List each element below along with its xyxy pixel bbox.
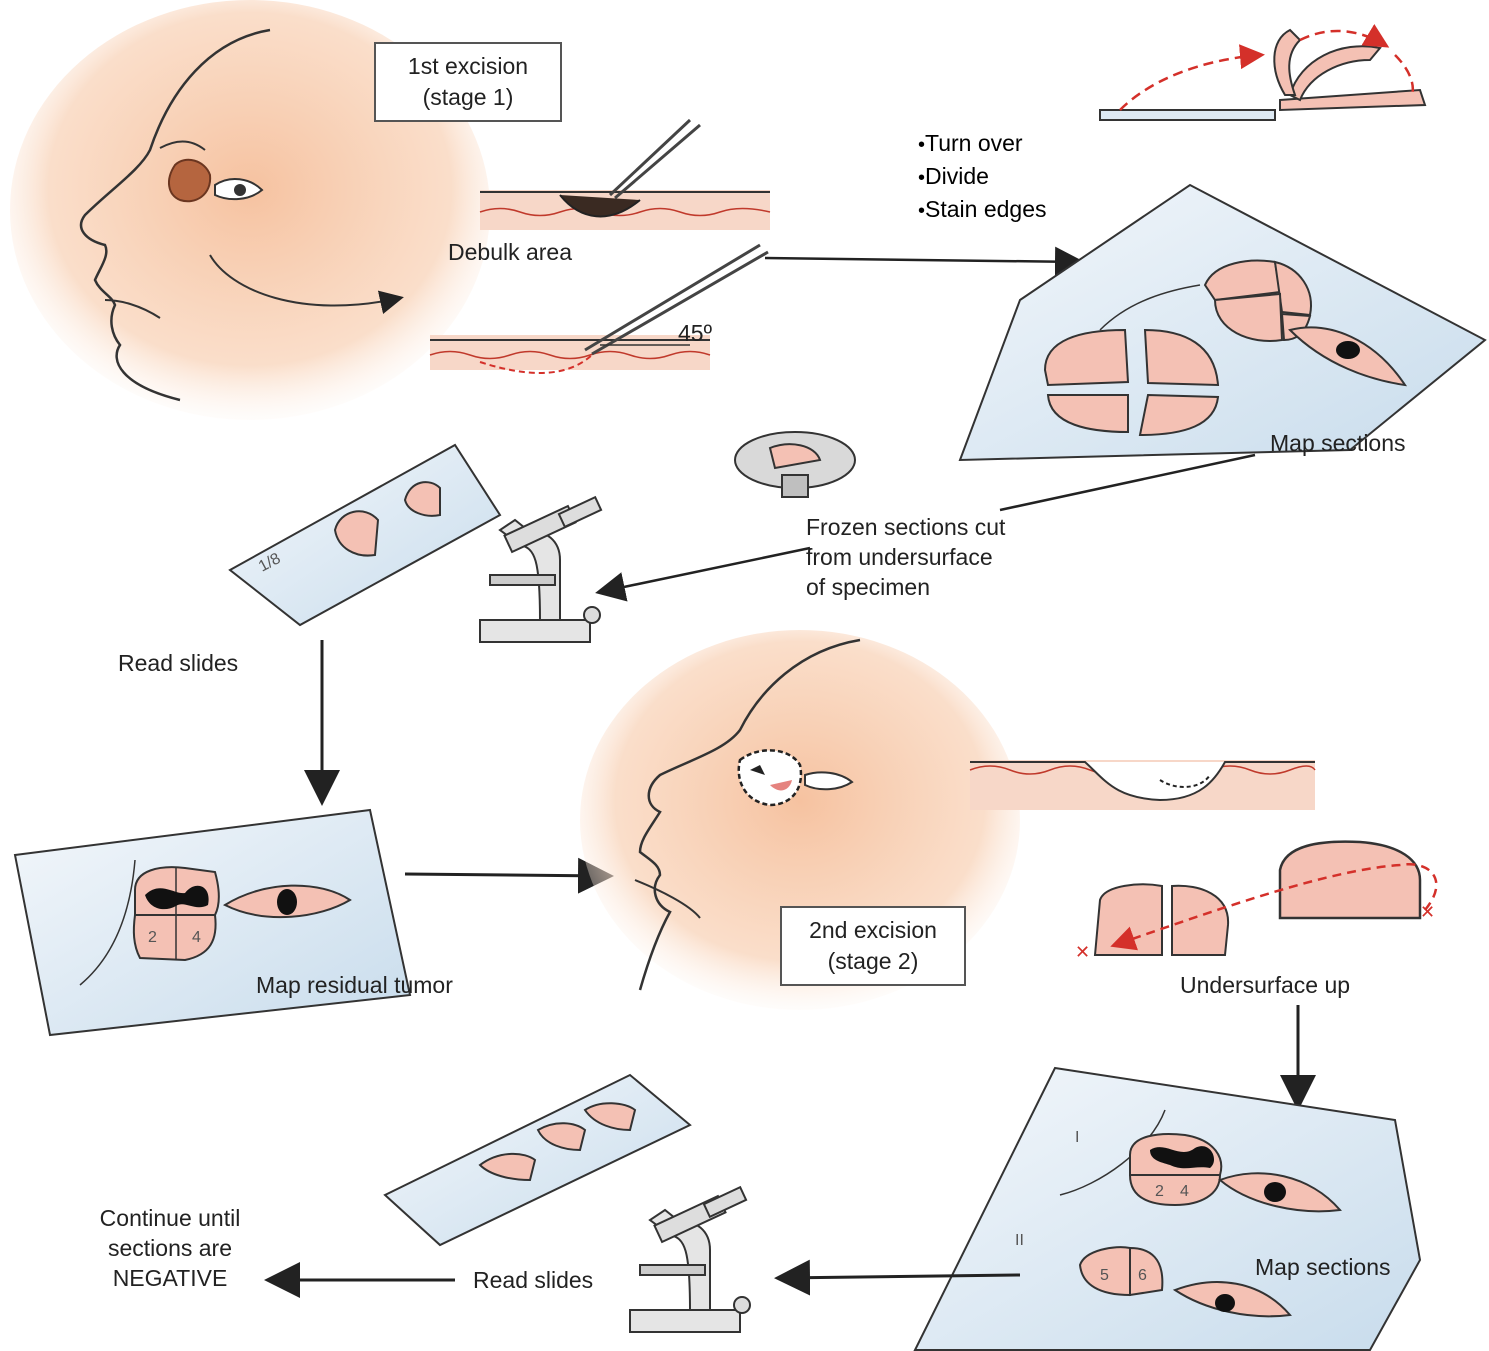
- stage1-line2: (stage 1): [376, 82, 560, 113]
- step-turn-over: Turn over: [918, 128, 1118, 161]
- map-sections-top-label: Map sections: [1270, 428, 1470, 458]
- debulk-illustration: [480, 120, 770, 230]
- svg-text:4: 4: [192, 929, 201, 946]
- glass-slide-stage2: [385, 1075, 690, 1245]
- stage1-box: 1st excision (stage 1): [374, 42, 562, 122]
- frozen-line3: of specimen: [806, 572, 1066, 602]
- read-slides-bottom-label: Read slides: [473, 1265, 643, 1295]
- svg-text:6: 6: [1138, 1267, 1147, 1284]
- map-sheet-bottom: 2 4 I II 5 6: [915, 1068, 1420, 1350]
- arrow-map-to-microscope: [1000, 455, 1255, 510]
- specimen-flip-illustration: [1100, 30, 1425, 120]
- processing-steps-list: Turn over Divide Stain edges: [918, 128, 1118, 227]
- frozen-line2: from undersurface: [806, 542, 1066, 572]
- debulk-label: Debulk area: [448, 237, 628, 267]
- stage2-line2: (stage 2): [782, 946, 964, 977]
- continue-line3: NEGATIVE: [60, 1263, 280, 1293]
- specimen-undersurface-illustration: ✕ ✕: [1075, 842, 1436, 962]
- undersurface-up-label: Undersurface up: [1180, 970, 1410, 1000]
- arrow-residual-to-face2: [405, 874, 608, 876]
- stage2-box: 2nd excision (stage 2): [780, 906, 966, 986]
- svg-text:II: II: [1015, 1232, 1024, 1249]
- step-stain-edges: Stain edges: [918, 194, 1118, 227]
- microscope-icon-stage2: [630, 1187, 750, 1332]
- angle-label: 45º: [678, 318, 738, 348]
- svg-text:✕: ✕: [1075, 942, 1090, 962]
- step-divide: Divide: [918, 161, 1118, 194]
- svg-text:5: 5: [1100, 1267, 1109, 1284]
- read-slides-top-label: Read slides: [118, 648, 318, 678]
- map-residual-label: Map residual tumor: [256, 970, 536, 1000]
- wound-cross-section: [970, 760, 1315, 810]
- stage1-line1: 1st excision: [376, 51, 560, 82]
- frozen-line1: Frozen sections cut: [806, 512, 1066, 542]
- svg-text:✕: ✕: [1420, 902, 1435, 922]
- svg-text:2: 2: [1155, 1183, 1164, 1200]
- continue-line2: sections are: [60, 1233, 280, 1263]
- glass-slide-stage1: 1/8: [230, 445, 500, 625]
- frozen-sections-label: Frozen sections cut from undersurface of…: [806, 512, 1066, 602]
- continue-label: Continue until sections are NEGATIVE: [60, 1203, 280, 1293]
- cryostat-chuck-icon: [735, 432, 855, 497]
- svg-text:4: 4: [1180, 1183, 1189, 1200]
- microscope-icon-stage1: [480, 497, 601, 642]
- arrow-to-map: [765, 258, 1080, 262]
- continue-line1: Continue until: [60, 1203, 280, 1233]
- stage2-line1: 2nd excision: [782, 915, 964, 946]
- svg-text:2: 2: [148, 929, 157, 946]
- map-sections-bottom-label: Map sections: [1255, 1252, 1455, 1282]
- svg-text:I: I: [1075, 1129, 1079, 1146]
